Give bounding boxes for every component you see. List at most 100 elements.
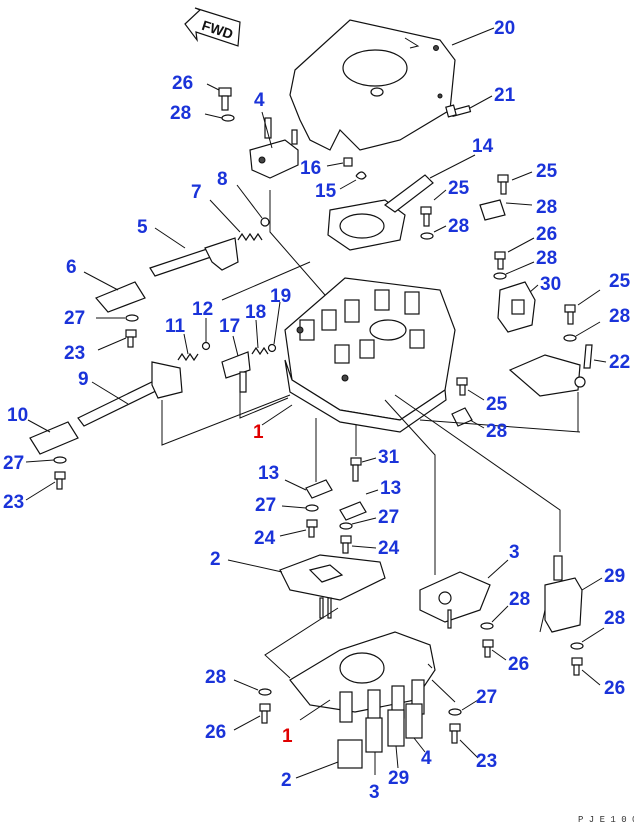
callout-3: 3: [509, 542, 520, 563]
washer-part: [480, 622, 494, 630]
callout-10: 10: [7, 405, 28, 426]
bolt-part: [482, 639, 494, 658]
washer-part: [448, 708, 462, 716]
washer-part: [258, 688, 272, 696]
washer-part: [339, 522, 353, 530]
callout-27: 27: [476, 687, 497, 708]
callout-29: 29: [388, 768, 409, 789]
callout-28: 28: [170, 103, 191, 124]
callout-26: 26: [508, 654, 529, 675]
solenoid-part: [539, 555, 583, 633]
bolt-part: [259, 703, 271, 724]
bracket-part: [305, 479, 333, 499]
callout-9: 9: [78, 369, 89, 390]
actuator-part: [497, 281, 536, 333]
rod-part: [583, 344, 593, 369]
bolt-part: [564, 304, 576, 325]
callout-2: 2: [210, 549, 221, 570]
callout-26: 26: [536, 224, 557, 245]
callout-24: 24: [254, 528, 276, 549]
bolt-part: [218, 87, 232, 111]
callout-28: 28: [486, 421, 507, 442]
callout-16: 16: [300, 158, 321, 179]
spring-clip-part: [355, 171, 367, 180]
washer-part: [420, 232, 434, 240]
callout-28: 28: [604, 608, 625, 629]
washer-part: [125, 314, 139, 322]
clip-part: [451, 407, 473, 427]
callout-7: 7: [191, 182, 202, 203]
fwd-arrow-icon: FWD: [184, 7, 241, 47]
callout-23: 23: [3, 492, 24, 513]
callout-14: 14: [472, 136, 494, 157]
callout-29: 29: [604, 566, 625, 587]
callout-4: 4: [254, 90, 265, 111]
ball-part: [260, 217, 270, 227]
callout-15: 15: [315, 181, 337, 202]
callout-31: 31: [378, 447, 400, 468]
washer-part: [570, 642, 584, 650]
washer-part: [563, 334, 577, 342]
washer-part: [221, 114, 235, 122]
callout-26: 26: [604, 678, 625, 699]
callout-18: 18: [245, 302, 266, 323]
callout-13: 13: [380, 478, 401, 499]
bracket-part: [249, 117, 299, 179]
bolt-part: [449, 723, 461, 744]
callout-28: 28: [536, 197, 557, 218]
callout-8: 8: [217, 169, 228, 190]
callout-27: 27: [378, 507, 399, 528]
callout-27: 27: [64, 308, 85, 329]
bolt-part: [340, 535, 352, 554]
callout-12: 12: [192, 299, 213, 320]
callout-13: 13: [258, 463, 279, 484]
bolt-part: [306, 519, 318, 538]
sensor-part: [419, 571, 491, 629]
callout-22: 22: [609, 352, 630, 373]
lever-part: [221, 351, 251, 393]
callout-20: 20: [494, 18, 515, 39]
callout-27: 27: [255, 495, 276, 516]
callout-28: 28: [448, 216, 469, 237]
switch-plate-part: [279, 554, 386, 619]
callout-19: 19: [270, 286, 291, 307]
callout-23: 23: [476, 751, 497, 772]
drawing-code: P J E 1 0 0 0: [578, 815, 634, 824]
spring-part: [177, 352, 199, 362]
callout-28: 28: [205, 667, 226, 688]
callout-3: 3: [369, 782, 380, 803]
small-block-part: [343, 157, 353, 167]
main-housing-part: [284, 277, 456, 433]
bolt-part: [497, 174, 509, 195]
callout-25: 25: [448, 178, 470, 199]
bolt-part: [125, 329, 137, 348]
spring-part: [251, 346, 269, 356]
pipe-part: [29, 421, 79, 455]
ball-part: [201, 341, 211, 351]
washer-part: [305, 504, 319, 512]
washer-part: [493, 272, 507, 280]
callout-1: 1: [253, 422, 264, 443]
callout-25: 25: [486, 394, 508, 415]
lower-plate-part: [289, 631, 436, 723]
callout-1: 1: [282, 726, 293, 747]
bracket-part: [339, 501, 367, 521]
bolt-part: [494, 251, 506, 270]
bolt-part: [54, 471, 66, 490]
callout-25: 25: [536, 161, 558, 182]
callout-24: 24: [378, 538, 400, 559]
callout-23: 23: [64, 343, 85, 364]
callout-28: 28: [536, 248, 557, 269]
callout-2: 2: [281, 770, 292, 791]
bolt-part: [350, 457, 362, 482]
bolt-part: [456, 377, 468, 396]
bracket-plate-part: [508, 354, 586, 397]
bolt-part: [571, 657, 583, 676]
bolt-part: [420, 206, 432, 227]
callout-4: 4: [421, 748, 432, 769]
screw-part: [445, 104, 472, 118]
spring-part: [237, 232, 263, 242]
callout-26: 26: [205, 722, 226, 743]
washer-part: [53, 456, 67, 464]
callout-11: 11: [165, 316, 186, 337]
